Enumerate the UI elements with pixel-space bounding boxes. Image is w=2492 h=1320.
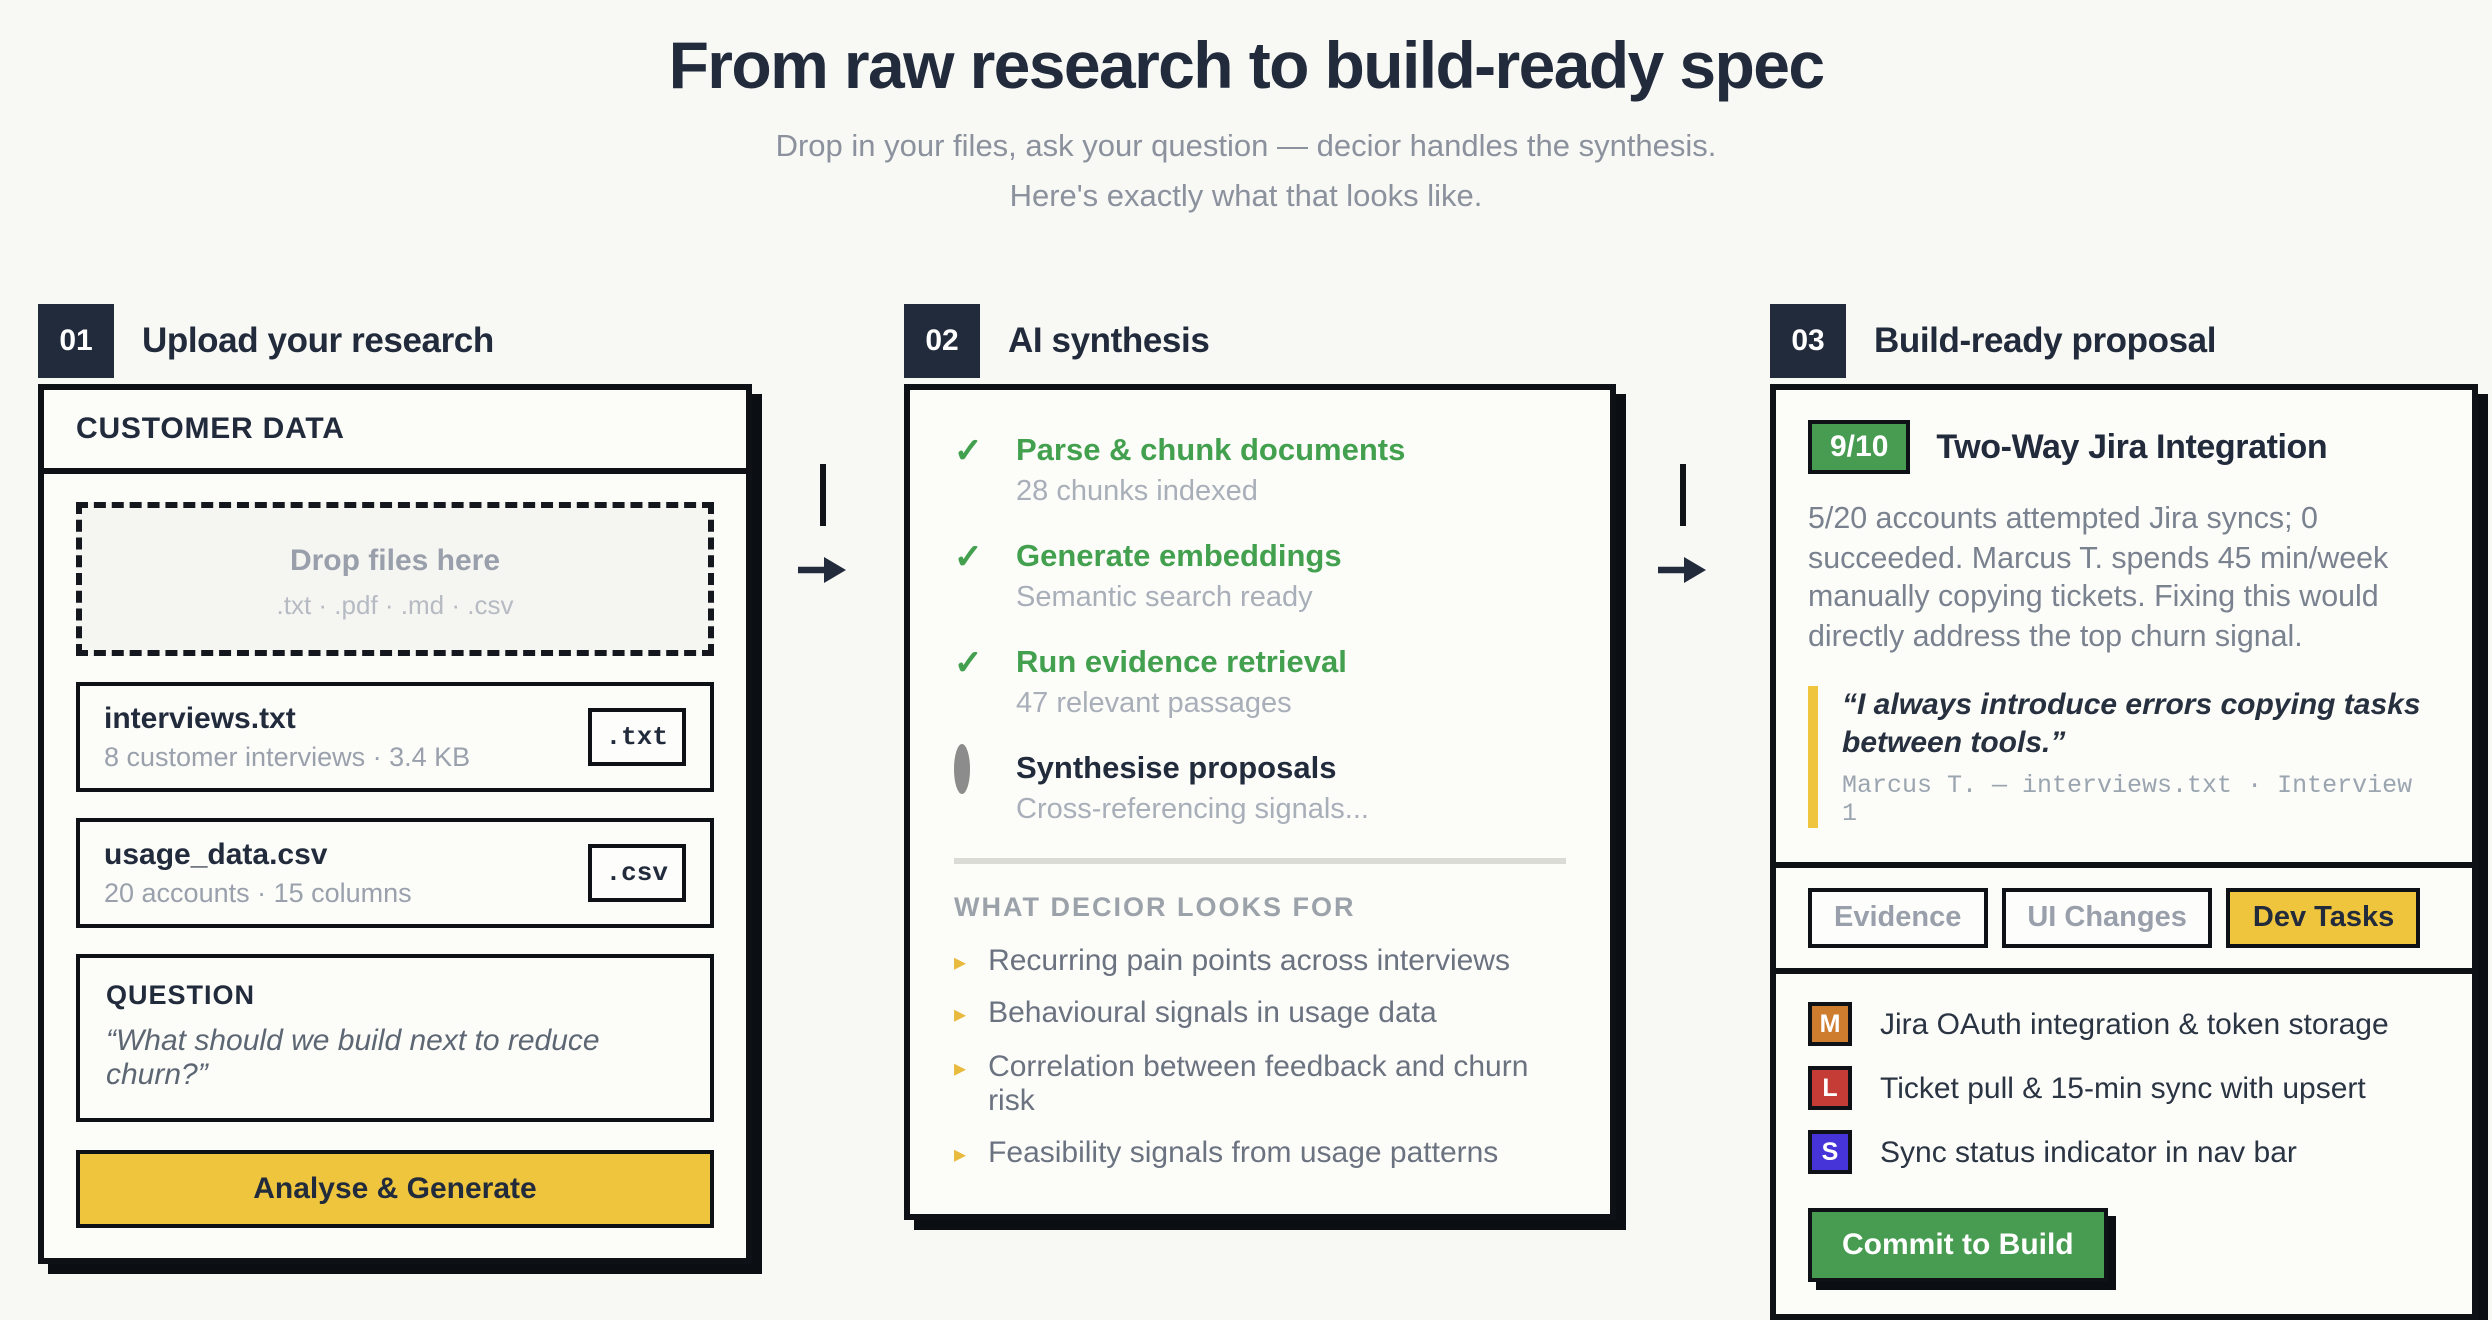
dropzone-label: Drop files here [289,544,501,578]
page-subtitle: Drop in your files, ask your question — … [0,124,2492,222]
looks-for-heading: WHAT DECIOR LOOKS FOR [954,891,1356,921]
arrow-right-icon [798,557,846,583]
synthesis-step-parse: ✓ Parse & chunk documents 28 chunks inde… [954,432,1566,508]
quote-text: “I always introduce errors copying tasks… [1842,688,2421,760]
analyse-generate-button[interactable]: Analyse & Generate [76,1150,714,1228]
task-row: M Jira OAuth integration & token storage [1808,1002,2440,1046]
subtitle-line-1: Drop in your files, ask your question — … [775,130,1717,164]
looks-for-text: Behavioural signals in usage data [988,996,1437,1030]
bullet-arrow-icon: ▸ [954,947,967,975]
proposal-title: Two-Way Jira Integration [1936,427,2328,465]
file-row-interviews[interactable]: interviews.txt 8 customer interviews · 3… [76,682,714,792]
proposal-description: 5/20 accounts attempted Jira syncs; 0 su… [1808,502,2389,653]
pending-spinner-icon [954,744,970,794]
looks-for-item: ▸ Correlation between feedback and churn… [954,1049,1566,1117]
bullet-arrow-icon: ▸ [954,1000,967,1028]
file-row-usage-data[interactable]: usage_data.csv 20 accounts · 15 columns … [76,818,714,928]
task-size-badge-l: L [1808,1066,1852,1110]
task-row: L Ticket pull & 15-min sync with upsert [1808,1066,2440,1110]
looks-for-item: ▸ Behavioural signals in usage data [954,996,1566,1030]
task-size-badge-s: S [1808,1130,1852,1174]
file-dropzone[interactable]: Drop files here .txt · .pdf · .md · .csv [76,502,714,656]
looks-for-text: Recurring pain points across interviews [988,943,1510,977]
tab-dev-tasks[interactable]: Dev Tasks [2226,888,2421,948]
step-column-proposal: 03 Build-ready proposal 9/10 Two-Way Jir… [1770,304,2478,1320]
evidence-quote: “I always introduce errors copying tasks… [1808,686,2440,828]
proposal-title-row: 9/10 Two-Way Jira Integration [1808,420,2440,474]
dev-task-list: M Jira OAuth integration & token storage… [1776,974,2472,1314]
check-icon: ✓ [954,644,983,682]
dropzone-extensions: .txt · .pdf · .md · .csv [276,590,514,620]
hero: From raw research to build-ready spec Dr… [0,0,2492,222]
synthesis-step-title: Parse & chunk documents [1016,434,1406,468]
synthesis-card: ✓ Parse & chunk documents 28 chunks inde… [904,384,1616,1219]
upload-card-body: Drop files here .txt · .pdf · .md · .csv… [44,474,746,1258]
synthesis-step-retrieval: ✓ Run evidence retrieval 47 relevant pas… [954,644,1566,720]
question-label: QUESTION [106,980,256,1010]
step-number-badge: 01 [38,304,114,378]
task-row: S Sync status indicator in nav bar [1808,1130,2440,1174]
check-icon: ✓ [954,538,983,576]
task-label: Sync status indicator in nav bar [1880,1135,2297,1169]
step-label: Upload your research [142,320,494,360]
upload-card-header: CUSTOMER DATA [44,390,746,474]
commit-to-build-button[interactable]: Commit to Build [1808,1208,2108,1282]
proposal-card: 9/10 Two-Way Jira Integration 5/20 accou… [1770,384,2478,1320]
file-meta: 8 customer interviews · 3.4 KB [104,742,471,772]
step-label: AI synthesis [1008,320,1210,360]
looks-for-text: Correlation between feedback and churn r… [988,1049,1529,1117]
question-text: “What should we build next to reduce chu… [106,1024,600,1092]
step-number-badge: 03 [1770,304,1846,378]
bullet-arrow-icon: ▸ [954,1140,967,1168]
step-number-badge: 02 [904,304,980,378]
file-name: interviews.txt [104,702,296,736]
upload-card: CUSTOMER DATA Drop files here .txt · .pd… [38,384,752,1264]
step-header-1: 01 Upload your research [38,304,752,378]
divider [954,858,1566,863]
file-info: interviews.txt 8 customer interviews · 3… [104,702,470,772]
page-title: From raw research to build-ready spec [668,28,1825,102]
file-type-badge: .txt [587,708,686,766]
synthesis-step-title: Run evidence retrieval [1016,646,1347,680]
synthesis-step-detail: 28 chunks indexed [1016,476,1258,508]
file-type-badge: .csv [587,844,686,902]
task-label: Ticket pull & 15-min sync with upsert [1880,1071,2366,1105]
connector-line-2 [1680,464,1685,526]
looks-for-item: ▸ Feasibility signals from usage pattern… [954,1136,1566,1170]
file-meta: 20 accounts · 15 columns [104,878,412,908]
task-label: Jira OAuth integration & token storage [1880,1007,2389,1041]
bullet-arrow-icon: ▸ [954,1053,967,1081]
file-name: usage_data.csv [104,838,328,872]
synthesis-card-body: ✓ Parse & chunk documents 28 chunks inde… [910,390,1610,1213]
synthesis-step-detail: Semantic search ready [1016,582,1313,614]
synthesis-step-detail: Cross-referencing signals... [1016,794,1369,826]
looks-for-text: Feasibility signals from usage patterns [988,1136,1499,1170]
step-header-2: 02 AI synthesis [904,304,1616,378]
quote-attribution: Marcus T. — interviews.txt · Interview 1 [1842,772,2413,828]
question-input-box[interactable]: QUESTION “What should we build next to r… [76,954,714,1122]
task-size-badge-m: M [1808,1002,1852,1046]
connector-line-1 [820,464,825,526]
synthesis-step-synthesise: Synthesise proposals Cross-referencing s… [954,744,1566,826]
synthesis-step-title: Generate embeddings [1016,540,1342,574]
tab-ui-changes[interactable]: UI Changes [2001,888,2213,948]
step-label: Build-ready proposal [1874,320,2217,360]
synthesis-step-embeddings: ✓ Generate embeddings Semantic search re… [954,538,1566,614]
proposal-summary: 9/10 Two-Way Jira Integration 5/20 accou… [1776,390,2472,862]
synthesis-step-detail: 47 relevant passages [1016,688,1292,720]
check-icon: ✓ [954,432,983,470]
step-column-synthesis: 02 AI synthesis ✓ Parse & chunk document… [904,304,1616,1219]
file-info: usage_data.csv 20 accounts · 15 columns [104,838,412,908]
arrow-right-icon [1658,557,1706,583]
synthesis-step-title: Synthesise proposals [1016,752,1337,786]
step-column-upload: 01 Upload your research CUSTOMER DATA Dr… [38,304,752,1264]
proposal-tabs: Evidence UI Changes Dev Tasks [1776,862,2472,974]
subtitle-line-2: Here's exactly what that looks like. [1009,179,1483,213]
looks-for-item: ▸ Recurring pain points across interview… [954,943,1566,977]
tab-evidence[interactable]: Evidence [1808,888,1988,948]
step-header-3: 03 Build-ready proposal [1770,304,2478,378]
score-badge: 9/10 [1808,420,1911,474]
